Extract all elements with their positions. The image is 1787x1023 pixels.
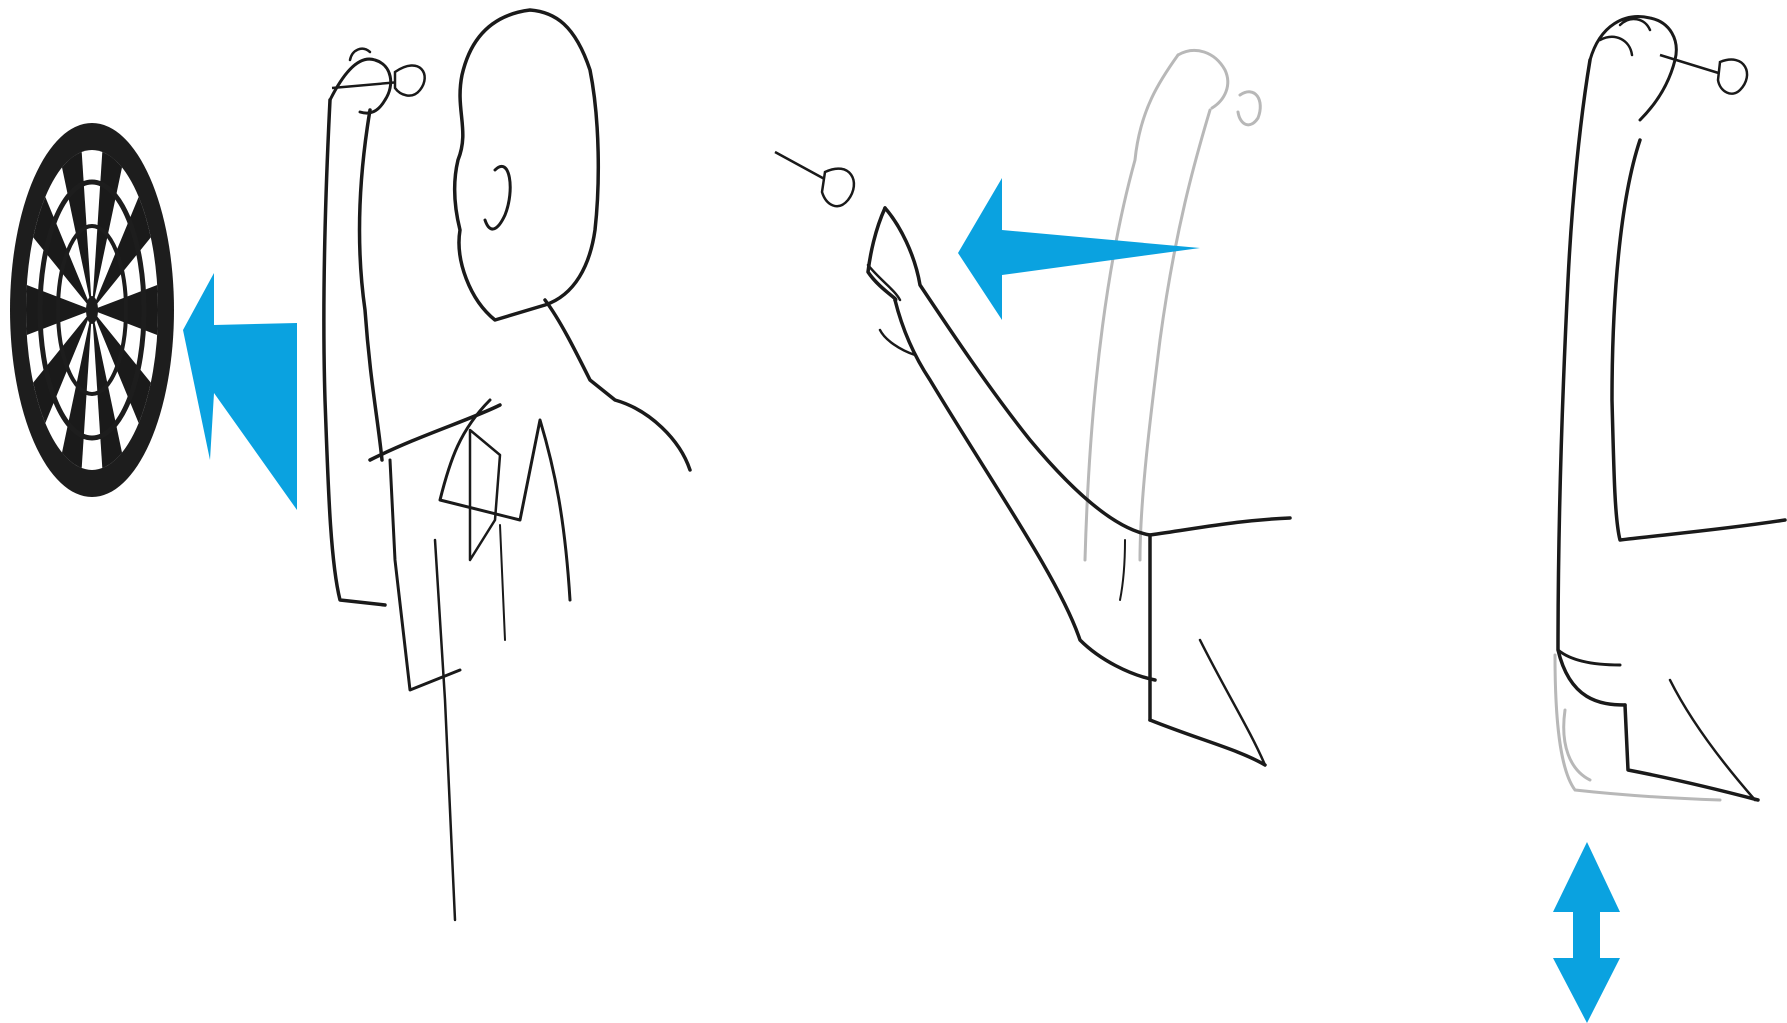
thrower-figure xyxy=(324,10,690,920)
dart-icon xyxy=(1660,55,1747,94)
thrower-arm xyxy=(1558,17,1785,800)
thrower-arm xyxy=(868,208,1290,765)
ghost-arm xyxy=(1555,655,1720,800)
arrow-vertical-icon xyxy=(1553,842,1620,1023)
arrow-left-icon xyxy=(958,178,1200,320)
arrow-left-icon xyxy=(183,273,297,510)
panel-elbow-check xyxy=(1553,17,1785,1023)
panel-aim-stance xyxy=(10,10,690,920)
dart-icon xyxy=(332,65,425,95)
dartboard-icon xyxy=(10,123,174,497)
ghost-arm xyxy=(1085,50,1260,560)
panel-release xyxy=(775,50,1290,765)
dart-icon xyxy=(775,152,854,206)
